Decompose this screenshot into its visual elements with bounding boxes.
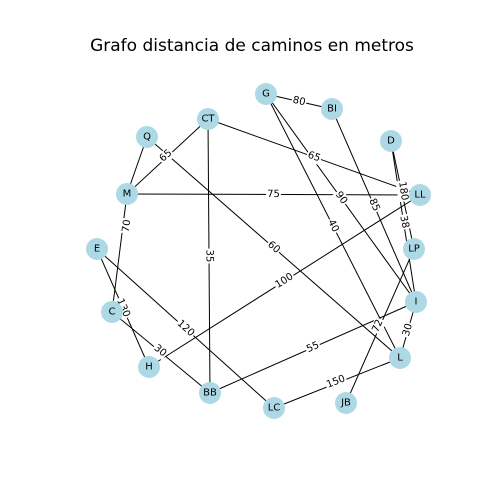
node-circle [389, 347, 411, 369]
node-circle [409, 184, 431, 206]
node-label: JB [340, 398, 351, 409]
edge-label-ct-bb: 35 [202, 248, 216, 264]
edge-label-text: 30 [401, 322, 415, 337]
node-ct: CT [197, 108, 219, 130]
edge-label-text: 55 [305, 340, 321, 355]
node-lp: LP [403, 238, 425, 260]
node-lc: LC [263, 397, 285, 419]
edge-m-c [111, 193, 128, 313]
node-d: D [380, 130, 402, 152]
node-label: CT [201, 114, 215, 125]
node-bb: BB [199, 382, 221, 404]
node-label: C [109, 307, 116, 318]
edge-label-g-l: 40 [324, 216, 342, 236]
edge-label-text: 85 [366, 197, 381, 213]
node-circle [199, 382, 221, 404]
node-label: BI [327, 104, 337, 115]
edge-label-i-l: 30 [400, 321, 416, 339]
node-label: Q [143, 132, 151, 143]
node-i: I [405, 291, 427, 313]
edge-label-text: 40 [325, 218, 341, 234]
node-circle [86, 238, 108, 260]
edge-label-text: 80 [292, 95, 307, 109]
node-label: G [262, 89, 270, 100]
edge-label-ll-h: 100 [272, 270, 297, 292]
node-circle [403, 238, 425, 260]
edge-label-q-l: 60 [263, 238, 284, 257]
node-label: LC [268, 403, 281, 414]
edge-label-g-bi: 80 [290, 94, 308, 109]
node-label: LP [408, 244, 420, 255]
node-q: Q [136, 126, 158, 148]
node-label: BB [203, 388, 217, 399]
graph-title: Grafo distancia de caminos en metros [90, 36, 414, 56]
edge-label-i-bb: 55 [303, 339, 323, 356]
node-ll: LL [409, 184, 431, 206]
node-label: I [415, 297, 418, 308]
node-circle [255, 83, 277, 105]
edge-label-text: 65 [306, 150, 322, 165]
edge-label-c-bb: 30 [150, 341, 170, 361]
node-l: L [389, 347, 411, 369]
edge-label-lp-jb: 72 [369, 316, 387, 336]
node-circle [335, 392, 357, 414]
edge-label-text: 65 [158, 148, 175, 165]
node-h: H [138, 356, 160, 378]
edge-label-text: 70 [121, 219, 134, 233]
node-m: M [116, 183, 138, 205]
edge-label-m-ll: 75 [266, 188, 281, 201]
node-jb: JB [335, 392, 357, 414]
node-circle [138, 356, 160, 378]
node-label: D [387, 136, 395, 147]
node-circle [380, 130, 402, 152]
node-label: H [145, 362, 153, 373]
edge-label-text: 35 [203, 250, 214, 263]
edge-label-d-lp: 38 [396, 213, 412, 231]
node-circle [136, 126, 158, 148]
node-label: L [397, 353, 403, 364]
node-label: E [94, 244, 100, 255]
edge-label-l-lc: 150 [323, 372, 349, 392]
node-circle [321, 98, 343, 120]
edge-label-d-i: 180 [395, 179, 411, 203]
edge-label-text: 72 [370, 318, 385, 334]
node-circle [405, 291, 427, 313]
node-circle [263, 397, 285, 419]
node-g: G [255, 83, 277, 105]
node-circle [197, 108, 219, 130]
edge-label-text: 180 [396, 181, 410, 202]
node-circle [101, 301, 123, 323]
edge-label-ct-m: 65 [156, 146, 176, 166]
edge-label-text: 38 [397, 215, 410, 230]
edge-label-text: 90 [333, 190, 349, 207]
edge-label-m-c: 70 [120, 217, 134, 235]
node-bi: BI [321, 98, 343, 120]
node-c: C [101, 301, 123, 323]
edge-label-bi-i: 85 [365, 195, 383, 215]
edge-label-text: 75 [267, 189, 280, 200]
node-label: M [123, 189, 132, 200]
node-label: LL [414, 190, 426, 201]
edge-label-text: 60 [265, 239, 282, 256]
node-circle [116, 183, 138, 205]
node-e: E [86, 238, 108, 260]
edge-label-ct-ll: 65 [305, 148, 323, 166]
edge-label-g-i: 90 [331, 188, 351, 208]
